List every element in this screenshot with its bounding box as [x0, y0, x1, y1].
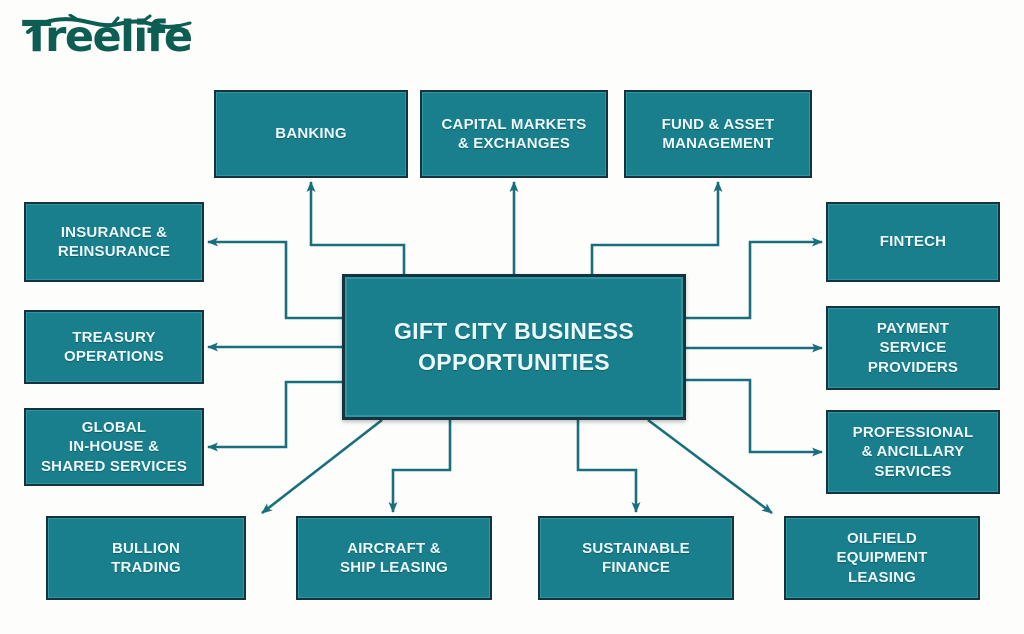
node-treasury-operations[interactable]: TREASURY OPERATIONS: [24, 310, 204, 384]
node-fintech[interactable]: FINTECH: [826, 202, 1000, 282]
connector-to-bullion: [261, 418, 383, 515]
node-aircraft-ship-leasing[interactable]: AIRCRAFT & SHIP LEASING: [296, 516, 492, 600]
node-capital-markets[interactable]: CAPITAL MARKETS & EXCHANGES: [420, 90, 608, 178]
connector-to-gics: [207, 380, 342, 452]
node-fund-asset-management[interactable]: FUND & ASSET MANAGEMENT: [624, 90, 812, 178]
connector-to-sustainable: [576, 420, 641, 513]
connector-to-fintech: [686, 237, 823, 320]
node-banking[interactable]: BANKING: [214, 90, 408, 178]
node-professional-ancillary-services[interactable]: PROFESSIONAL & ANCILLARY SERVICES: [826, 410, 1000, 494]
node-global-in-house-shared-services[interactable]: GLOBAL IN-HOUSE & SHARED SERVICES: [24, 408, 204, 486]
connector-to-fund-asset: [590, 181, 723, 274]
node-insurance-reinsurance[interactable]: INSURANCE & REINSURANCE: [24, 202, 204, 282]
logo-wordmark: Treelife: [22, 12, 193, 62]
center-node-gift-city[interactable]: GIFT CITY BUSINESS OPPORTUNITIES: [342, 274, 686, 420]
node-oilfield-equipment-leasing[interactable]: OILFIELD EQUIPMENT LEASING: [784, 516, 980, 600]
node-payment-service-providers[interactable]: PAYMENT SERVICE PROVIDERS: [826, 306, 1000, 390]
connector-to-oilfield: [647, 418, 773, 515]
node-sustainable-finance[interactable]: SUSTAINABLE FINANCE: [538, 516, 734, 600]
node-bullion-trading[interactable]: BULLION TRADING: [46, 516, 246, 600]
tree-branch-icon: [26, 14, 192, 34]
connector-to-professional: [686, 378, 823, 457]
connector-to-insurance: [207, 237, 342, 320]
treelife-logo: Treelife: [14, 8, 244, 66]
connector-to-aircraft: [388, 420, 452, 513]
connector-to-banking: [306, 181, 406, 274]
